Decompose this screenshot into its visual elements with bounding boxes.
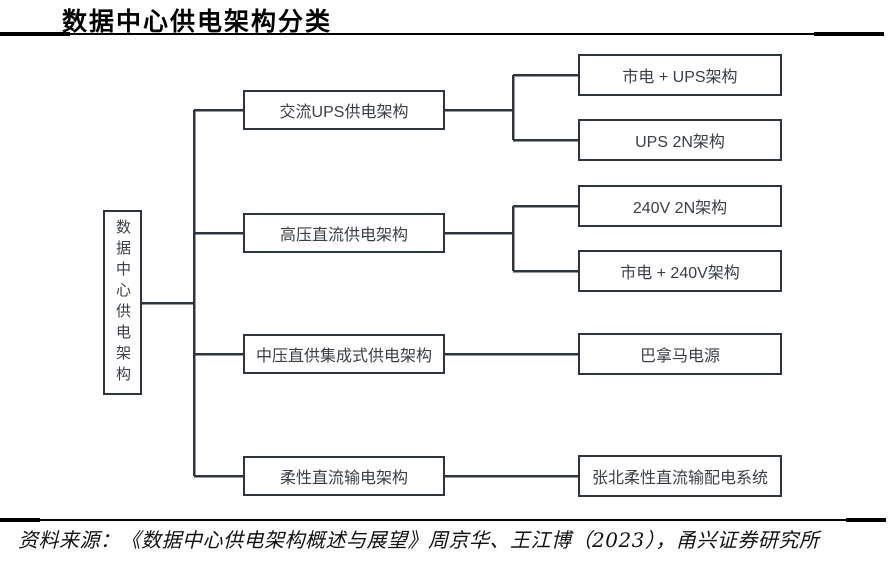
source-note: 资料来源：《数据中心供电架构概述与展望》周京华、王江博（2023），甬兴证券研究…	[18, 528, 820, 552]
node-leaf-240v-2n: 240V 2N架构	[578, 185, 782, 227]
node-branch-hvdc: 高压直流供电架构	[243, 213, 445, 253]
footer-rule	[0, 519, 886, 521]
header-rule	[0, 33, 884, 35]
footer-rule-thick-right	[846, 518, 886, 522]
node-branch-flexible-dc: 柔性直流输电架构	[243, 456, 445, 496]
node-leaf-mains-ups: 市电 + UPS架构	[578, 54, 782, 96]
header-rule-thick-left	[0, 32, 70, 36]
node-leaf-mains-240v: 市电 + 240V架构	[578, 250, 782, 292]
node-branch-ac-ups: 交流UPS供电架构	[243, 90, 445, 130]
node-leaf-zhangbei-flexible-dc: 张北柔性直流输配电系统	[578, 455, 782, 497]
node-leaf-ups-2n: UPS 2N架构	[578, 119, 782, 161]
node-branch-mv-integrated: 中压直供集成式供电架构	[243, 334, 445, 374]
footer-rule-thick-left	[0, 518, 40, 522]
node-leaf-panama-power: 巴拿马电源	[578, 333, 782, 375]
header-rule-thick-right	[814, 32, 884, 36]
node-root: 数据中心供电架构	[103, 210, 142, 395]
figure-title: 数据中心供电架构分类	[62, 7, 333, 36]
